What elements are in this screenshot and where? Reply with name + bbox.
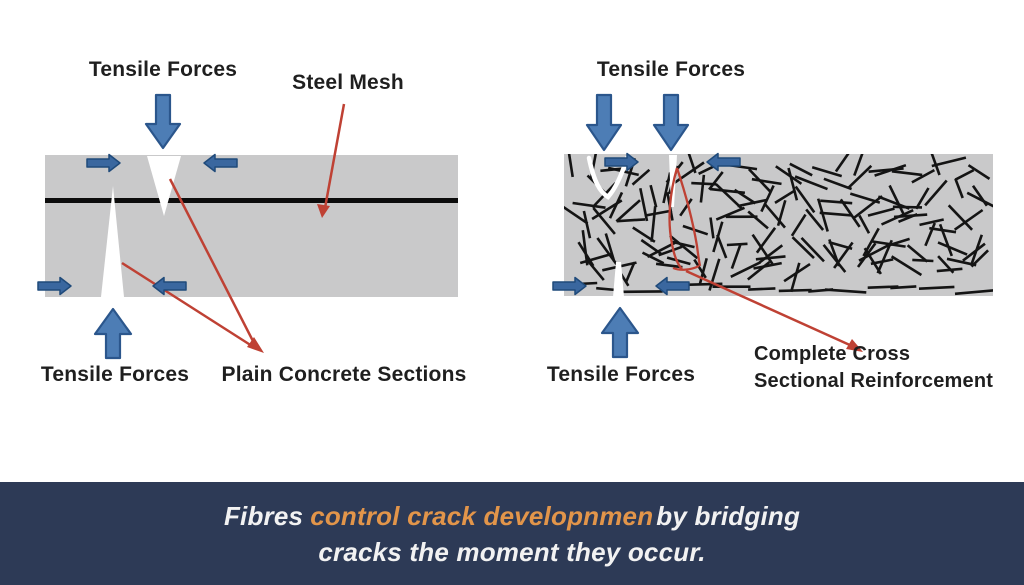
plain-concrete-label: Plain Concrete Sections	[221, 363, 467, 386]
caption-highlight: control crack developnmen	[310, 500, 654, 531]
complete-cross-label-line2: Sectional Reinforcement	[754, 370, 994, 392]
complete-cross-label: Complete Cross Sectional Reinforcement	[754, 341, 993, 395]
tension-spread-arrows	[37, 152, 741, 296]
reinforcement-trace-left	[668, 167, 683, 270]
plain-concrete-diagram	[45, 93, 458, 360]
left-top-tensile-label: Tensile Forces	[88, 58, 238, 81]
crack-slit-bottom	[613, 262, 624, 297]
tensile-down-arrow-left	[585, 93, 623, 152]
right-top-tensile-label: Tensile Forces	[596, 58, 746, 81]
steel-mesh-line	[45, 198, 458, 203]
bridged-crack-outline	[586, 155, 630, 200]
tensile-down-arrow-right	[652, 93, 690, 152]
crack-pointer-line-top	[168, 178, 256, 344]
crack-pointer-line-bottom	[121, 261, 253, 348]
reinforcement-trace-bottom	[672, 264, 700, 271]
caption-line2: cracks the moment they occur.	[318, 536, 706, 567]
crack-pointer-arrowhead	[247, 337, 264, 353]
fibre-pattern	[564, 154, 993, 296]
steel-mesh-pointer-arrowhead	[317, 204, 330, 218]
right-bottom-tensile-label: Tensile Forces	[546, 363, 696, 386]
tensile-down-arrow	[144, 93, 182, 150]
reinforcement-pointer-arrowhead	[846, 339, 863, 352]
steel-mesh-pointer-line	[323, 103, 346, 209]
reinforcement-pointer-line	[685, 269, 853, 348]
left-bottom-tensile-label: Tensile Forces	[40, 363, 190, 386]
complete-cross-label-line1: Complete Cross	[754, 343, 911, 365]
tensile-up-arrow	[600, 306, 640, 359]
steel-mesh-label: Steel Mesh	[292, 71, 404, 94]
concrete-diagram	[37, 93, 993, 360]
crack-bottom	[101, 186, 124, 297]
reinforcement-trace-right	[675, 167, 702, 267]
caption-prefix: Fibres	[223, 500, 304, 531]
crack-top	[147, 156, 181, 216]
fibre-concrete-diagram	[564, 93, 993, 359]
caption-suffix: by bridging	[656, 500, 801, 531]
tensile-up-arrow	[93, 307, 133, 360]
